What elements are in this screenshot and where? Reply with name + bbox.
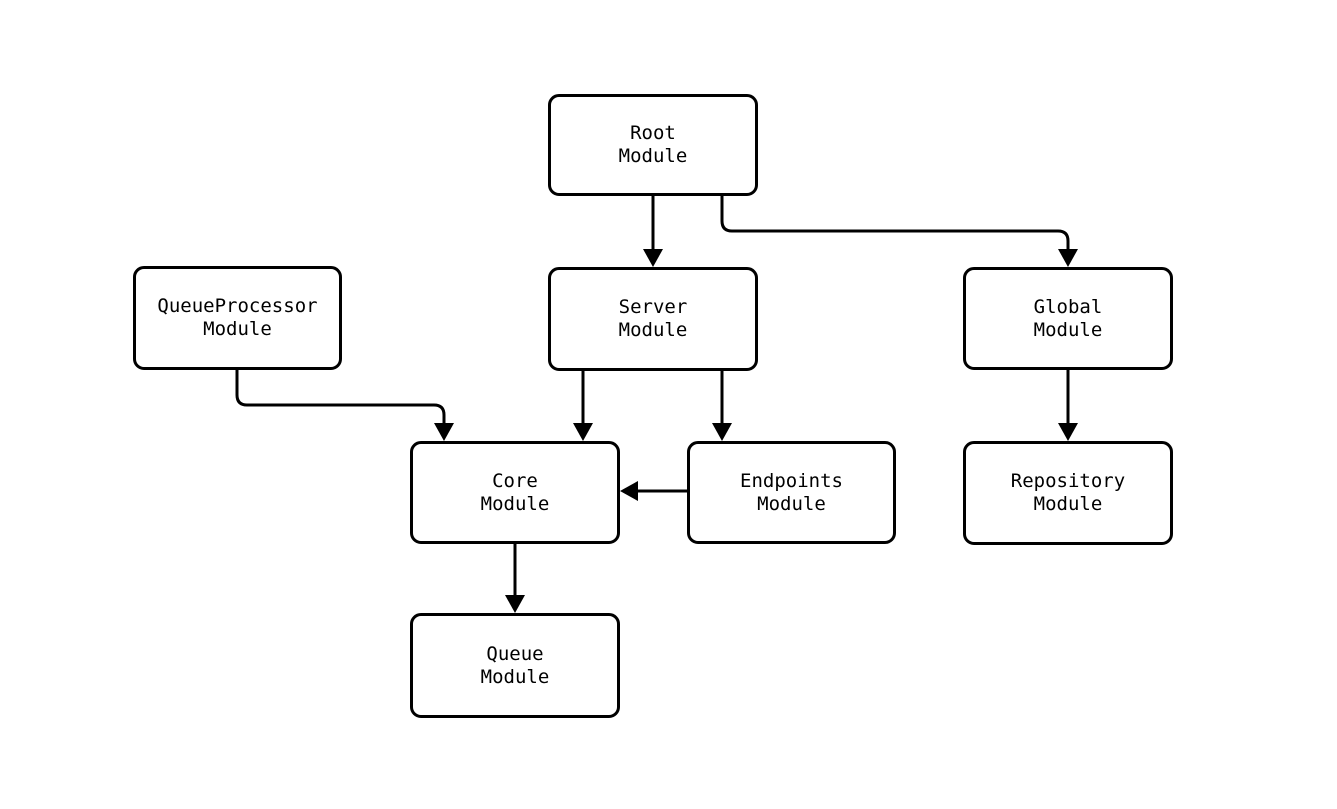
node-queue-module-label: Queue Module (480, 642, 550, 688)
node-core-module[interactable]: Core Module (410, 441, 620, 544)
edge-core-to-queue (505, 544, 525, 613)
node-queue-module[interactable]: Queue Module (410, 613, 620, 718)
node-core-module-label: Core Module (480, 469, 550, 515)
edge-server-to-core (573, 371, 593, 441)
node-repository-module-label: Repository Module (1010, 470, 1126, 515)
node-endpoints-module[interactable]: Endpoints Module (687, 441, 896, 544)
node-queueprocessor-module[interactable]: QueueProcessor Module (133, 266, 342, 370)
edge-global-to-repository (1058, 370, 1078, 441)
edge-root-to-server (643, 196, 663, 267)
node-server-module-label: Server Module (618, 296, 688, 341)
node-global-module[interactable]: Global Module (963, 267, 1173, 370)
edge-queueprocessor-to-core (235, 368, 454, 441)
node-endpoints-module-label: Endpoints Module (740, 469, 843, 515)
node-root-module-label: Root Module (618, 122, 688, 167)
node-global-module-label: Global Module (1033, 295, 1103, 341)
edge-server-to-endpoints (712, 371, 732, 441)
edge-endpoints-to-core (620, 481, 687, 501)
edge-root-to-global (720, 194, 1078, 267)
node-queueprocessor-module-label: QueueProcessor Module (157, 295, 318, 340)
node-repository-module[interactable]: Repository Module (963, 441, 1173, 545)
node-root-module[interactable]: Root Module (548, 94, 758, 196)
node-server-module[interactable]: Server Module (548, 267, 758, 371)
